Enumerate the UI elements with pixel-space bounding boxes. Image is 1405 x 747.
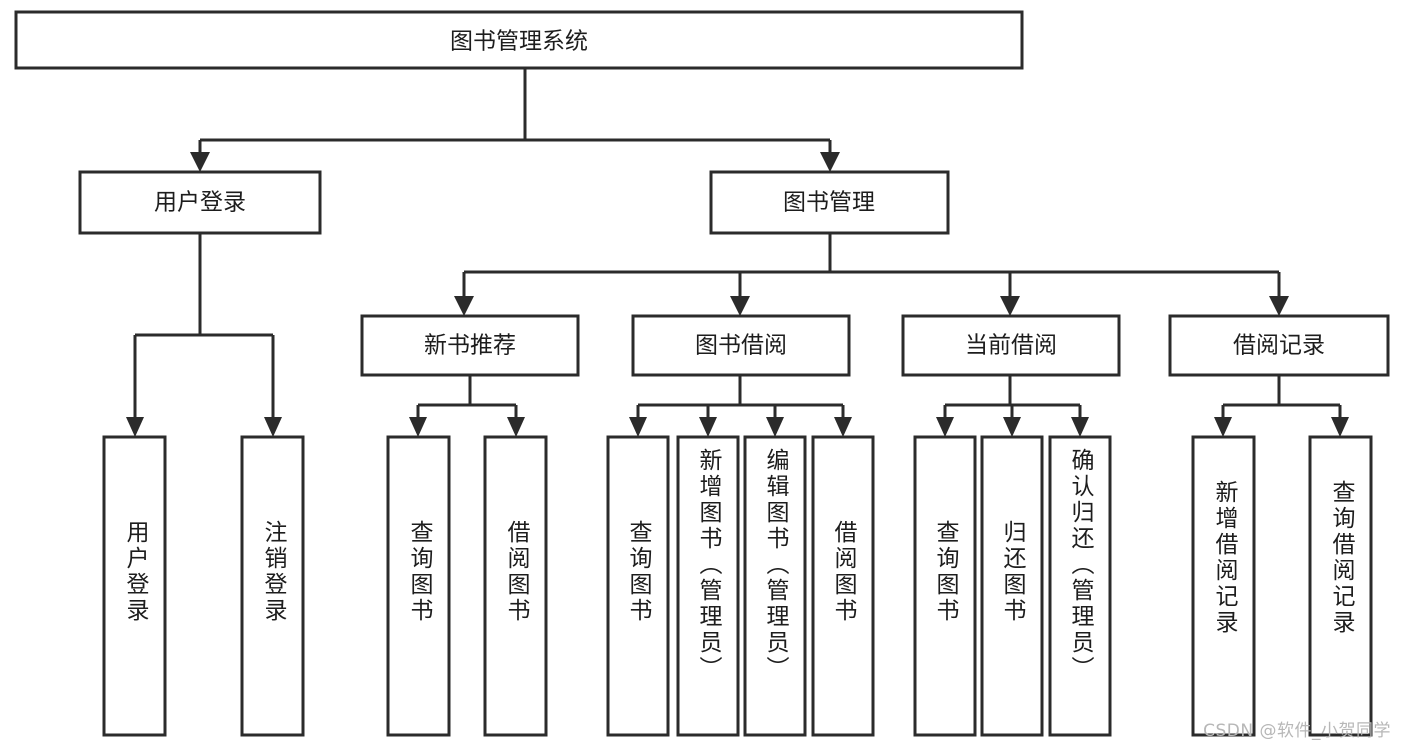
node-leaf-confirm-return-label: 确认归还（管理员） — [1067, 448, 1095, 682]
node-leaf-borrow-book-rec[interactable]: 借阅图书 — [483, 435, 548, 737]
node-leaf-query-book-borrow-label: 查询图书 — [625, 520, 653, 624]
node-leaf-edit-book[interactable]: 编辑图书（管理员） — [743, 435, 807, 737]
node-leaf-query-book-cur-box[interactable] — [913, 435, 977, 737]
node-root[interactable]: 图书管理系统 — [14, 10, 1024, 70]
node-user-login[interactable]: 用户登录 — [78, 170, 322, 235]
arrowhead-leaf-confirm-return — [1071, 417, 1089, 437]
node-current-borrow-box[interactable] — [901, 314, 1121, 377]
node-leaf-add-book-label: 新增图书（管理员） — [695, 448, 723, 682]
node-borrow-record-box[interactable] — [1168, 314, 1390, 377]
arrowhead-user-login — [190, 152, 210, 172]
node-root-box[interactable] — [14, 10, 1024, 70]
node-leaf-borrow-book-rec-box[interactable] — [483, 435, 548, 737]
node-leaf-query-record-label: 查询借阅记录 — [1328, 480, 1356, 636]
node-leaf-borrow-book[interactable]: 借阅图书 — [811, 435, 875, 737]
node-leaf-query-book-borrow-box[interactable] — [606, 435, 670, 737]
node-leaf-edit-book-box[interactable] — [743, 435, 807, 737]
node-leaf-add-record[interactable]: 新增借阅记录 — [1191, 435, 1256, 737]
node-leaf-add-book[interactable]: 新增图书（管理员） — [676, 435, 740, 737]
node-leaf-return-book[interactable]: 归还图书 — [980, 435, 1044, 737]
arrowhead-new-book-rec — [454, 296, 474, 316]
arrowhead-leaf-return-book — [1003, 417, 1021, 437]
node-book-borrow-box[interactable] — [631, 314, 851, 377]
arrowhead-leaf-borrow-book — [834, 417, 852, 437]
node-leaf-borrow-book-box[interactable] — [811, 435, 875, 737]
node-root-label: 图书管理系统 — [450, 29, 588, 55]
node-leaf-query-record-box[interactable] — [1308, 435, 1373, 737]
node-leaf-confirm-return-box[interactable] — [1048, 435, 1112, 737]
node-leaf-query-book-borrow[interactable]: 查询图书 — [606, 435, 670, 737]
node-book-borrow[interactable]: 图书借阅 — [631, 314, 851, 377]
arrowhead-leaf-add-record — [1214, 417, 1232, 437]
node-leaf-borrow-book-rec-label: 借阅图书 — [503, 520, 531, 624]
arrowhead-leaf-query-book-cur — [936, 417, 954, 437]
node-book-manage-label: 图书管理 — [783, 190, 875, 216]
node-leaf-query-book-rec[interactable]: 查询图书 — [386, 435, 451, 737]
node-leaf-user-login[interactable]: 用户登录 — [102, 435, 167, 737]
arrowhead-leaf-edit-book — [766, 417, 784, 437]
csdn-watermark: CSDN @软件_小贺同学 — [1203, 721, 1391, 741]
node-leaf-add-book-box[interactable] — [676, 435, 740, 737]
node-book-borrow-label: 图书借阅 — [695, 333, 787, 359]
node-borrow-record[interactable]: 借阅记录 — [1168, 314, 1390, 377]
node-new-book-rec[interactable]: 新书推荐 — [360, 314, 580, 377]
arrowhead-current-borrow — [1000, 296, 1020, 316]
node-leaf-query-book-cur-label: 查询图书 — [932, 520, 960, 624]
node-leaf-add-record-label: 新增借阅记录 — [1211, 480, 1239, 636]
node-leaf-add-record-box[interactable] — [1191, 435, 1256, 737]
node-leaf-query-book-rec-label: 查询图书 — [406, 520, 434, 624]
node-new-book-rec-label: 新书推荐 — [424, 333, 516, 359]
node-leaf-user-login-box[interactable] — [102, 435, 167, 737]
node-leaf-query-book-cur[interactable]: 查询图书 — [913, 435, 977, 737]
node-leaf-edit-book-label: 编辑图书（管理员） — [762, 448, 790, 682]
node-leaf-user-login-label: 用户登录 — [122, 520, 150, 624]
arrowhead-leaf-query-book-rec — [409, 417, 427, 437]
arrowhead-borrow-record — [1269, 296, 1289, 316]
node-new-book-rec-box[interactable] — [360, 314, 580, 377]
node-leaf-user-logout-label: 注销登录 — [260, 520, 288, 624]
node-book-manage[interactable]: 图书管理 — [709, 170, 950, 235]
arrowhead-book-borrow — [730, 296, 750, 316]
node-borrow-record-label: 借阅记录 — [1233, 333, 1325, 359]
node-book-manage-box[interactable] — [709, 170, 950, 235]
node-leaf-query-record[interactable]: 查询借阅记录 — [1308, 435, 1373, 737]
node-leaf-user-logout[interactable]: 注销登录 — [240, 435, 305, 737]
arrowhead-leaf-user-login — [126, 417, 144, 437]
arrowhead-leaf-user-logout — [264, 417, 282, 437]
node-leaf-return-book-box[interactable] — [980, 435, 1044, 737]
node-leaf-confirm-return[interactable]: 确认归还（管理员） — [1048, 435, 1112, 737]
node-leaf-return-book-label: 归还图书 — [999, 520, 1027, 624]
node-user-login-label: 用户登录 — [154, 190, 246, 216]
arrowhead-leaf-borrow-book-rec — [507, 417, 525, 437]
node-leaf-borrow-book-label: 借阅图书 — [830, 520, 858, 624]
arrowhead-leaf-add-book — [699, 417, 717, 437]
arrowhead-book-manage — [820, 152, 840, 172]
node-leaf-query-book-rec-box[interactable] — [386, 435, 451, 737]
arrowhead-leaf-query-record — [1331, 417, 1349, 437]
node-user-login-box[interactable] — [78, 170, 322, 235]
node-current-borrow[interactable]: 当前借阅 — [901, 314, 1121, 377]
arrowhead-leaf-query-book-borrow — [629, 417, 647, 437]
node-leaf-user-logout-box[interactable] — [240, 435, 305, 737]
node-current-borrow-label: 当前借阅 — [965, 333, 1057, 359]
arrowheads-layer — [126, 152, 1349, 437]
